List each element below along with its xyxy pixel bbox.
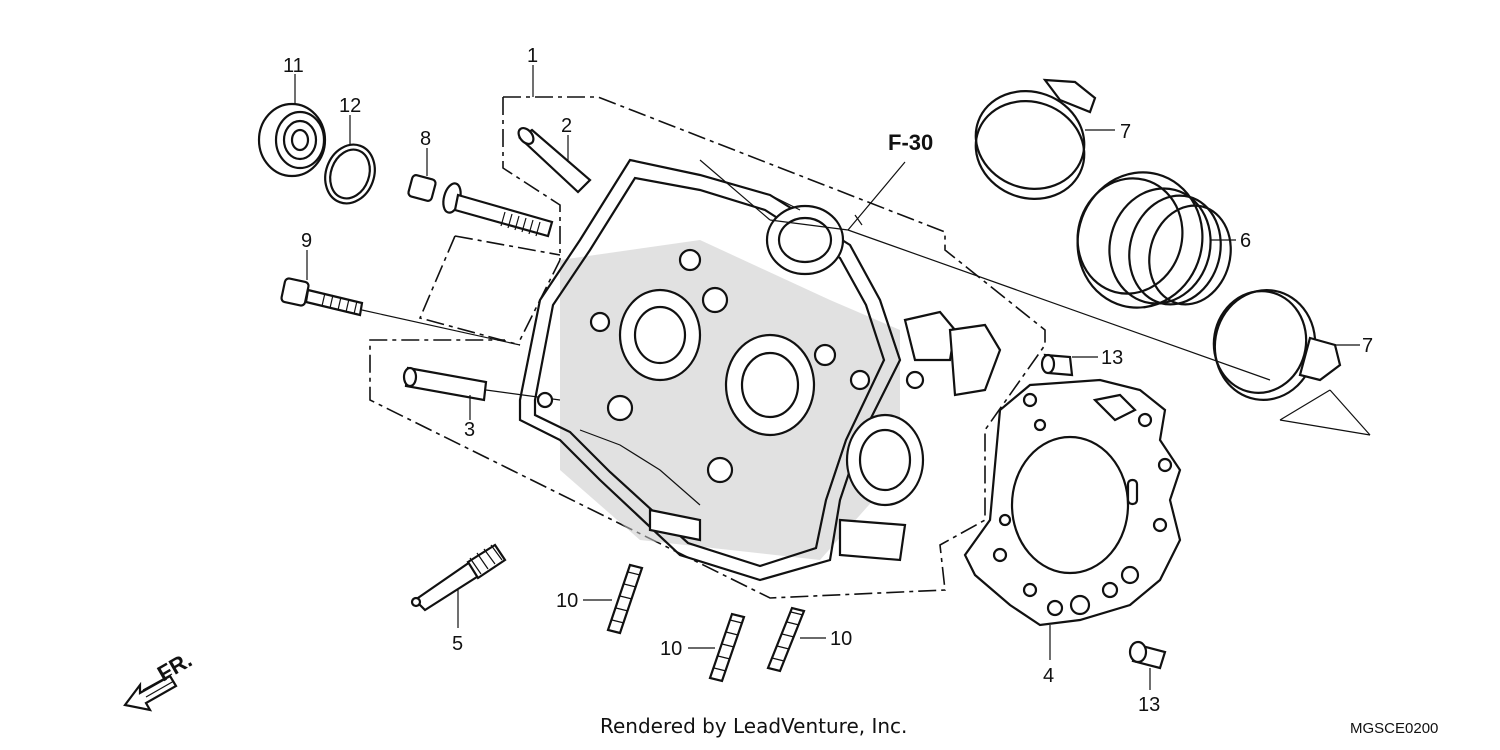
callout-13-lower: 13 [1138, 694, 1160, 716]
callout-5: 5 [452, 633, 463, 655]
callout-10-c: 10 [830, 628, 852, 650]
callout-7-upper: 7 [1120, 121, 1131, 143]
band-clamp-part-7-lower [1212, 289, 1371, 436]
bolt-part-8 [407, 148, 554, 238]
footer-credit: Rendered by LeadVenture, Inc. [600, 714, 907, 738]
callout-10-a: 10 [556, 590, 578, 612]
callout-8: 8 [420, 128, 431, 150]
assembly-outline [369, 96, 1046, 599]
stud-part-10-c [766, 606, 826, 673]
cap-part-11 [257, 74, 327, 178]
callout-9: 9 [301, 230, 312, 252]
bolt-part-9 [280, 250, 521, 346]
callout-4: 4 [1043, 665, 1054, 687]
drawing-code: MGSCE0200 [1350, 720, 1438, 737]
dowel-part-2 [517, 127, 592, 194]
callout-labels: 1 2 3 4 5 6 7 7 8 9 10 10 10 11 12 13 13 [283, 45, 1373, 716]
callout-1: 1 [527, 45, 538, 67]
band-clamp-part-7-upper [974, 78, 1115, 200]
front-direction-arrow [123, 673, 178, 712]
callout-11: 11 [283, 55, 304, 77]
reference-arrow [699, 159, 1271, 381]
dowel-part-3 [402, 366, 561, 420]
callout-12: 12 [339, 95, 361, 117]
o-ring-part-12 [324, 115, 376, 205]
callout-2: 2 [561, 115, 572, 137]
callout-3: 3 [464, 419, 475, 441]
callout-10-b: 10 [660, 638, 682, 660]
head-gasket-part-4 [963, 378, 1182, 660]
reference-label: F-30 [888, 130, 933, 155]
cylinder-head-part-1 [518, 65, 1002, 582]
callout-13-upper: 13 [1101, 347, 1123, 369]
stud-part-10-a [583, 563, 644, 635]
dowel-part-13-upper [1040, 353, 1098, 377]
dowel-part-13-lower [1128, 640, 1167, 690]
callout-6: 6 [1240, 230, 1251, 252]
stud-part-10-b [688, 612, 746, 683]
callout-7-lower: 7 [1362, 335, 1373, 357]
spark-plug-part-5 [410, 543, 507, 628]
intake-boot-part-6 [1076, 171, 1236, 309]
